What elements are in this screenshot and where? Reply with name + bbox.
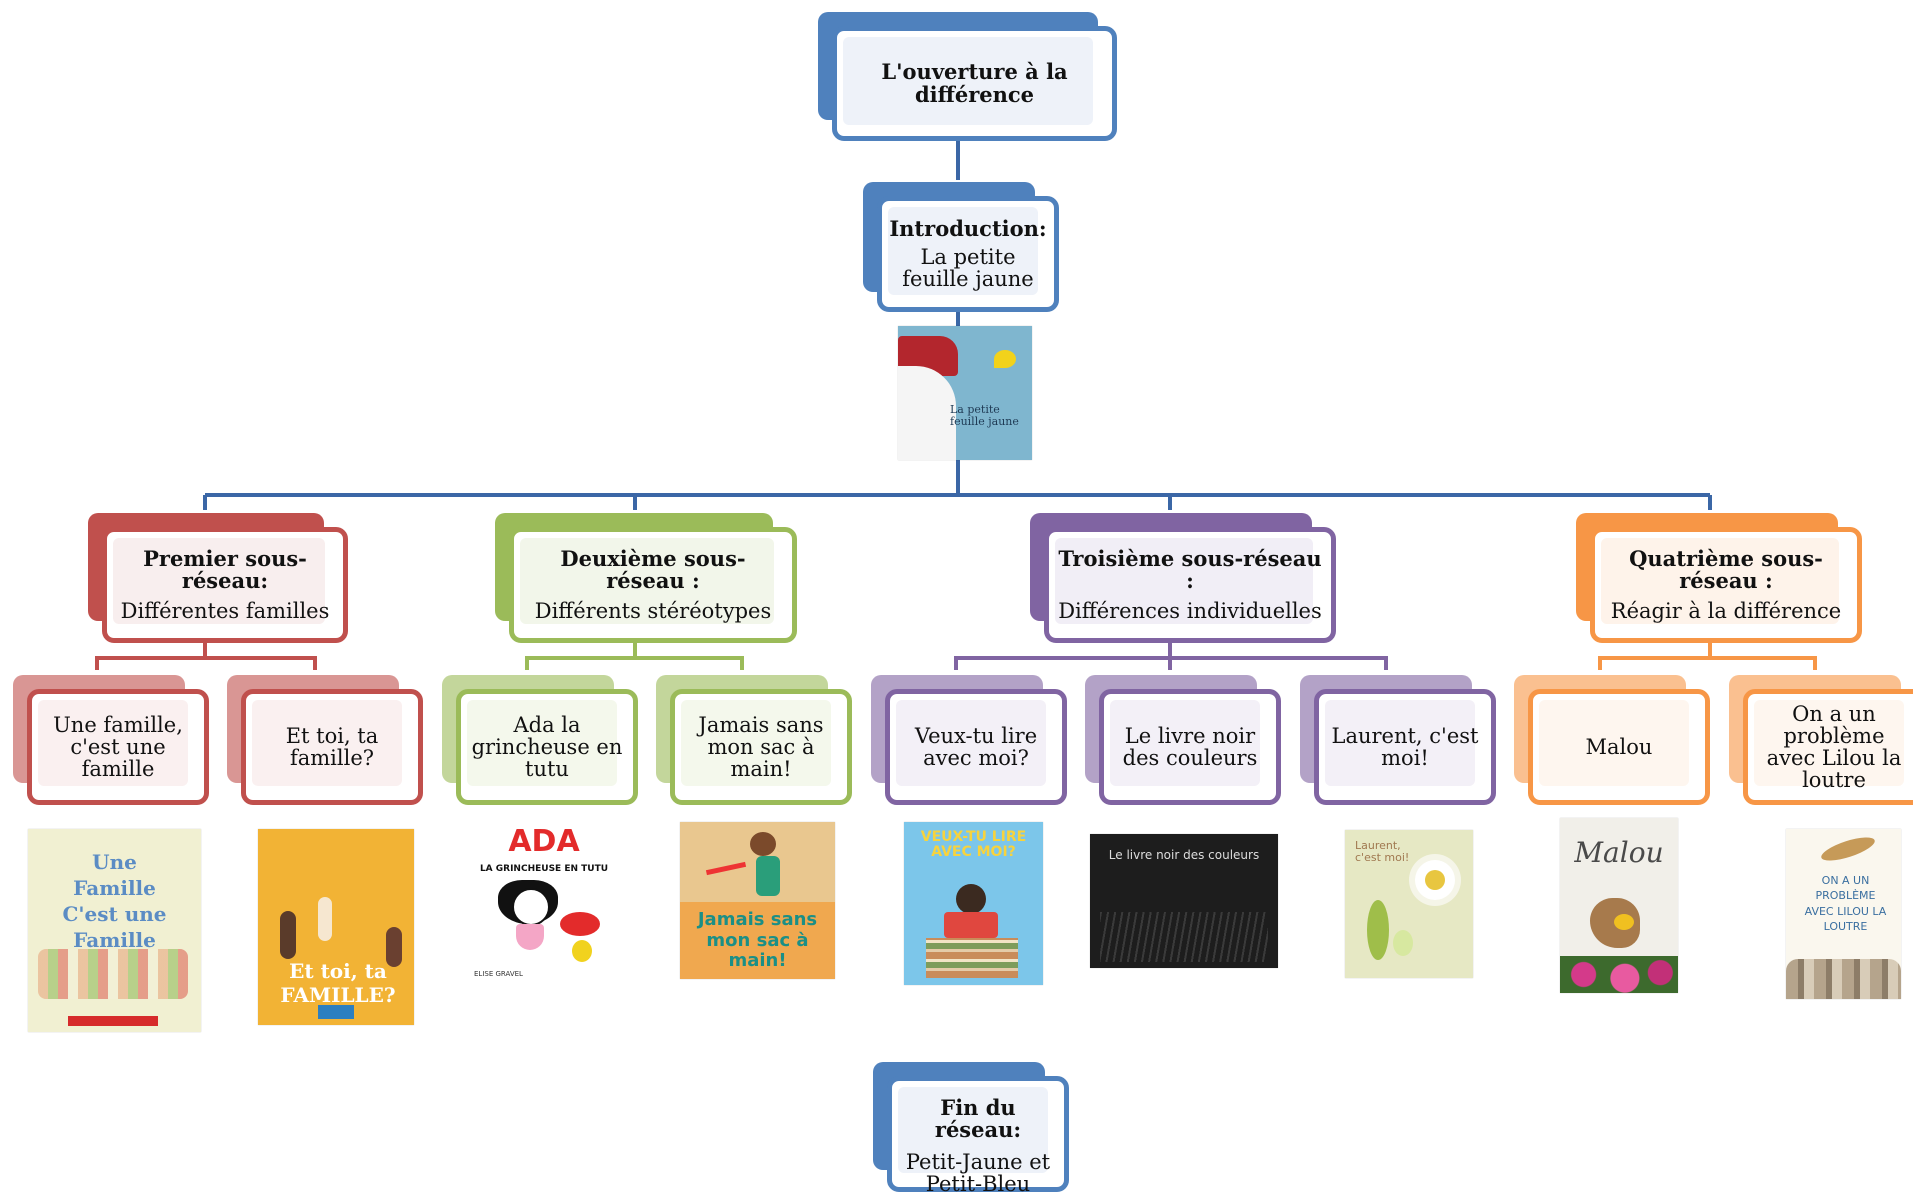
book-node: Et toi, ta famille? <box>227 675 423 805</box>
jamais-cover-title: Jamais sans mon sac à main! <box>697 909 818 972</box>
subnetwork-3-theme: Différences individuelles <box>1058 599 1322 624</box>
book-node: Ada la grincheuse en tutu <box>442 675 638 805</box>
noir-cover-title: Le livre noir des couleurs <box>1108 848 1260 862</box>
root-node: L'ouverture à la différence <box>818 12 1123 142</box>
subnetwork-4-theme: Réagir à la différence <box>1610 599 1842 624</box>
subnetwork-2-title: Deuxième sous-réseau : <box>560 545 746 593</box>
famille-cover-title: Une Famille C'est une Famille <box>62 850 167 952</box>
subnetwork-4-node: Quatrième sous-réseau : Réagir à la diff… <box>1576 513 1862 643</box>
intro-title: Introduction: <box>889 215 1047 241</box>
jamais-book-cover: Jamais sans mon sac à main! <box>680 822 835 979</box>
veux-cover-title: VEUX-TU LIRE AVEC MOI? <box>920 829 1027 861</box>
veux-book-cover: VEUX-TU LIRE AVEC MOI? <box>904 822 1043 985</box>
subnetwork-1-node: Premier sous-réseau: Différentes famille… <box>88 513 350 643</box>
root-title: L'ouverture à la différence <box>881 59 1068 107</box>
malou-book-cover: Malou <box>1560 818 1678 993</box>
malou-cover-title: Malou <box>1574 836 1664 869</box>
book-title: Jamais sans mon sac à main! <box>698 712 824 782</box>
subnetwork-4-title: Quatrième sous-réseau : <box>1629 545 1823 593</box>
book-node: Une famille, c'est une famille <box>13 675 209 805</box>
ettoi-book-cover: Et toi, ta FAMILLE? <box>258 829 414 1025</box>
end-node: Fin du réseau: Petit-Jaune et Petit-Bleu <box>873 1062 1069 1195</box>
book-title: On a un problème avec Lilou la loutre <box>1766 701 1902 793</box>
book-title: Laurent, c'est moi! <box>1331 723 1479 770</box>
book-title: Et toi, ta famille? <box>285 723 379 770</box>
lilou-book-cover: ON A UN PROBLÈME AVEC LILOU LA LOUTRE <box>1786 829 1901 999</box>
lilou-cover-title: ON A UN PROBLÈME AVEC LILOU LA LOUTRE <box>1804 874 1887 934</box>
intro-node: Introduction: La petite feuille jaune <box>863 182 1059 312</box>
ada-cover-subtitle: LA GRINCHEUSE EN TUTU <box>479 864 609 874</box>
end-title: Fin du réseau: <box>934 1095 1022 1143</box>
laurent-book-cover: Laurent, c'est moi! <box>1345 830 1473 978</box>
subnetwork-3-node: Troisième sous-réseau : Différences indi… <box>1030 513 1336 643</box>
intro-book: La petite feuille jaune <box>902 244 1034 292</box>
book-node: Laurent, c'est moi! <box>1300 675 1496 805</box>
subnetwork-1-theme: Différentes familles <box>120 599 330 624</box>
book-title: Veux-tu lire avec moi? <box>914 723 1038 770</box>
end-book: Petit-Jaune et Petit-Bleu <box>905 1150 1051 1196</box>
noir-book-cover: Le livre noir des couleurs <box>1090 834 1278 968</box>
ada-book-cover: ADA LA GRINCHEUSE EN TUTU ELISE GRAVEL <box>468 822 620 982</box>
book-node: Malou <box>1514 675 1710 805</box>
subnetwork-1-title: Premier sous-réseau: <box>143 545 307 593</box>
book-node: On a un problème avec Lilou la loutre <box>1729 675 1913 805</box>
subnetwork-2-node: Deuxième sous-réseau : Différents stéréo… <box>495 513 797 643</box>
book-title: Malou <box>1585 734 1653 759</box>
ada-cover-author: ELISE GRAVEL <box>474 970 523 978</box>
laurent-cover-title: Laurent, c'est moi! <box>1355 839 1410 865</box>
ettoi-cover-title: Et toi, ta FAMILLE? <box>280 959 396 1007</box>
famille-book-cover: Une Famille C'est une Famille <box>28 829 201 1032</box>
book-node: Veux-tu lire avec moi? <box>871 675 1067 805</box>
book-node: Jamais sans mon sac à main! <box>656 675 852 805</box>
book-title: Le livre noir des couleurs <box>1122 723 1258 770</box>
subnetwork-2-theme: Différents stéréotypes <box>534 599 772 624</box>
book-title: Une famille, c'est une famille <box>53 712 183 782</box>
book-title: Ada la grincheuse en tutu <box>471 712 623 782</box>
subnetwork-3-title: Troisième sous-réseau : <box>1058 545 1322 593</box>
ada-cover-title: ADA <box>508 824 580 859</box>
intro-cover-title: La petite feuille jaune <box>950 403 1019 429</box>
book-node: Le livre noir des couleurs <box>1085 675 1281 805</box>
intro-book-cover: La petite feuille jaune <box>898 326 1032 460</box>
